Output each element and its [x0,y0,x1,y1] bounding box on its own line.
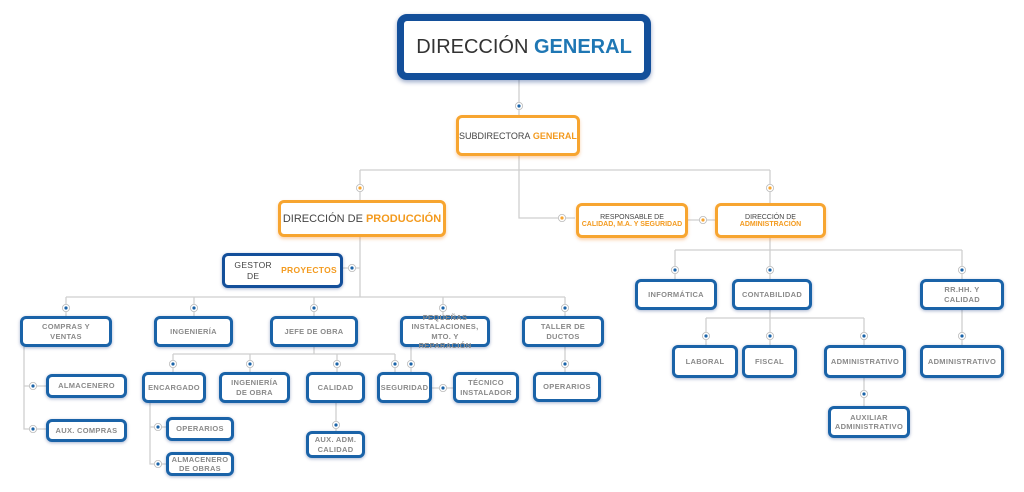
node-taller-ductos: TALLER DE DUCTOS [522,316,604,347]
connector-dot-center [64,306,68,310]
node-label: TÉCNICO INSTALADOR [460,378,512,397]
node-highlight: CALIDAD, M.A. Y SEGURIDAD [581,220,683,228]
node-label: DIRECCIÓN DE [282,212,363,225]
node-highlight: PRODUCCIÓN [365,212,442,225]
node-label: ALMACENERO [58,381,115,391]
node-label: ADMINISTRATIVO [927,356,997,366]
node-label: JEFE DE OBRA [284,326,344,336]
node-label: TALLER DE DUCTOS [540,322,586,341]
node-label: LABORAL [685,356,725,366]
connector-dot-center [768,186,772,190]
node-label: ALMACENERO DE OBRAS [171,454,229,473]
node-label: DIRECCIÓN [416,35,529,58]
connector-dot-center [768,334,772,338]
node-seguridad: SEGURIDAD [377,372,432,403]
node-direccion-produccion: DIRECCIÓN DE PRODUCCIÓN [278,200,446,237]
node-label: OPERARIOS [543,382,591,392]
connector-dot-center [156,425,160,429]
connector-dot-center [960,334,964,338]
node-aux-compras: AUX. COMPRAS [46,419,127,442]
connector-dot-center [409,362,413,366]
node-highlight: GENERAL [532,130,577,141]
node-administrativo-rrhh: ADMINISTRATIVO [920,345,1004,378]
node-label: CONTABILIDAD [741,289,803,299]
connector-dot-center [862,334,866,338]
connector-dot-center [156,462,160,466]
node-fiscal: FISCAL [742,345,797,378]
connector-dot-center [768,268,772,272]
node-operarios-encargado: OPERARIOS [166,417,234,441]
connector-dot-center [673,268,677,272]
connector-dot-center [171,362,175,366]
node-label: AUXILIAR ADMINISTRATIVO [834,412,904,431]
node-label: GESTOR DE [234,259,272,281]
node-direccion-general: DIRECCIÓN GENERAL [397,14,651,80]
connector-dot-center [560,216,564,220]
connector-dot-center [350,266,354,270]
connector-dot-center [563,306,567,310]
node-label: RR.HH. Y CALIDAD [944,285,980,304]
node-tecnico-instalador: TÉCNICO INSTALADOR [453,372,519,403]
node-ingenieria: INGENIERÍA [154,316,233,347]
connector-dot-center [31,427,35,431]
node-label: OPERARIOS [176,424,224,434]
node-label: AUX. ADM. CALIDAD [314,435,357,454]
node-label: PEQUEÑAS INSTALACIONES, MTO. Y REPARACIÓ… [411,312,479,350]
connector-dot-center [248,362,252,366]
node-label: DIRECCIÓN DE [745,213,796,221]
node-label: SUBDIRECTORA [459,130,531,141]
node-highlight: ADMINISTRACIÓN [739,220,802,228]
node-label: INFORMÁTICA [648,289,704,299]
connector-dot-center [862,392,866,396]
connector-dot-center [701,218,705,222]
connector-dot-center [704,334,708,338]
node-aux-adm-calidad: AUX. ADM. CALIDAD [306,431,365,458]
node-label: RESPONSABLE DE [600,213,664,221]
node-label: COMPRAS Y VENTAS [42,322,90,341]
node-rrhh-calidad: RR.HH. Y CALIDAD [920,279,1004,310]
node-contabilidad: CONTABILIDAD [732,279,812,310]
node-label: AUX. COMPRAS [55,425,118,435]
connector-dot-center [393,362,397,366]
connector-dot-center [441,386,445,390]
node-label: SEGURIDAD [380,382,429,392]
node-compras-ventas: COMPRAS Y VENTAS [20,316,112,347]
node-label: INGENIERÍA DE OBRA [231,378,278,397]
connector-dot-center [334,423,338,427]
node-label: INGENIERÍA [170,326,217,336]
node-almacenero: ALMACENERO [46,374,127,398]
node-jefe-obra: JEFE DE OBRA [270,316,358,347]
node-label: ADMINISTRATIVO [830,356,900,366]
node-operarios-taller: OPERARIOS [533,372,601,402]
node-highlight: PROYECTOS [281,265,337,276]
node-subdirectora-general: SUBDIRECTORA GENERAL [456,115,580,156]
node-almacenero-obras: ALMACENERO DE OBRAS [166,452,234,476]
connector-dot-center [517,104,521,108]
node-label: ENCARGADO [148,382,200,392]
node-informatica: INFORMÁTICA [635,279,717,310]
node-auxiliar-administrativo: AUXILIAR ADMINISTRATIVO [828,406,910,438]
connector-dot-center [358,186,362,190]
node-encargado: ENCARGADO [142,372,206,403]
connector-dot-center [312,306,316,310]
node-laboral: LABORAL [672,345,738,378]
node-ingenieria-obra: INGENIERÍA DE OBRA [219,372,290,403]
connector-dot-center [563,362,567,366]
node-administrativo-contabilidad: ADMINISTRATIVO [824,345,906,378]
connector-dot-center [335,362,339,366]
node-label: CALIDAD [317,382,354,392]
node-label: FISCAL [755,356,784,366]
connector-dot-center [960,268,964,272]
node-pequenas-instalaciones: PEQUEÑAS INSTALACIONES, MTO. Y REPARACIÓ… [400,313,490,350]
connector-dot-center [441,306,445,310]
node-highlight: GENERAL [534,35,632,58]
node-calidad: CALIDAD [306,372,365,403]
connector-dot-center [31,384,35,388]
node-gestor-proyectos: GESTOR DE PROYECTOS [222,253,343,288]
connector-dot-center [192,306,196,310]
